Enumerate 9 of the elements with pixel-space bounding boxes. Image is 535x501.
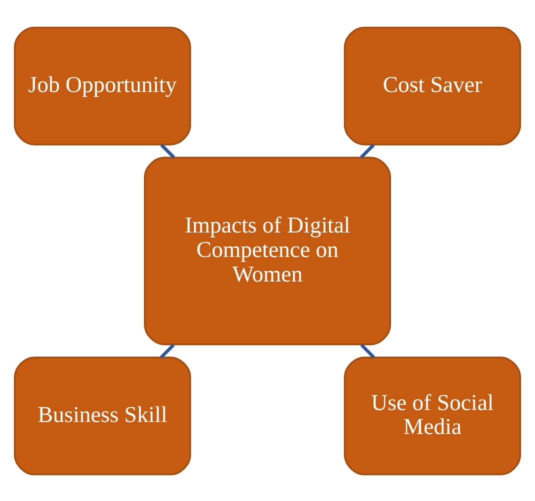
node-box: Cost Saver [344,26,522,145]
node-box: Business Skill [14,356,192,475]
node-box: Impacts of Digital Competence on Women [144,156,392,345]
connector [160,143,176,158]
connector [360,143,375,158]
connector [160,343,175,358]
connector [360,343,375,358]
node-box: Use of Social Media [344,356,522,475]
node-box: Job Opportunity [14,26,192,145]
